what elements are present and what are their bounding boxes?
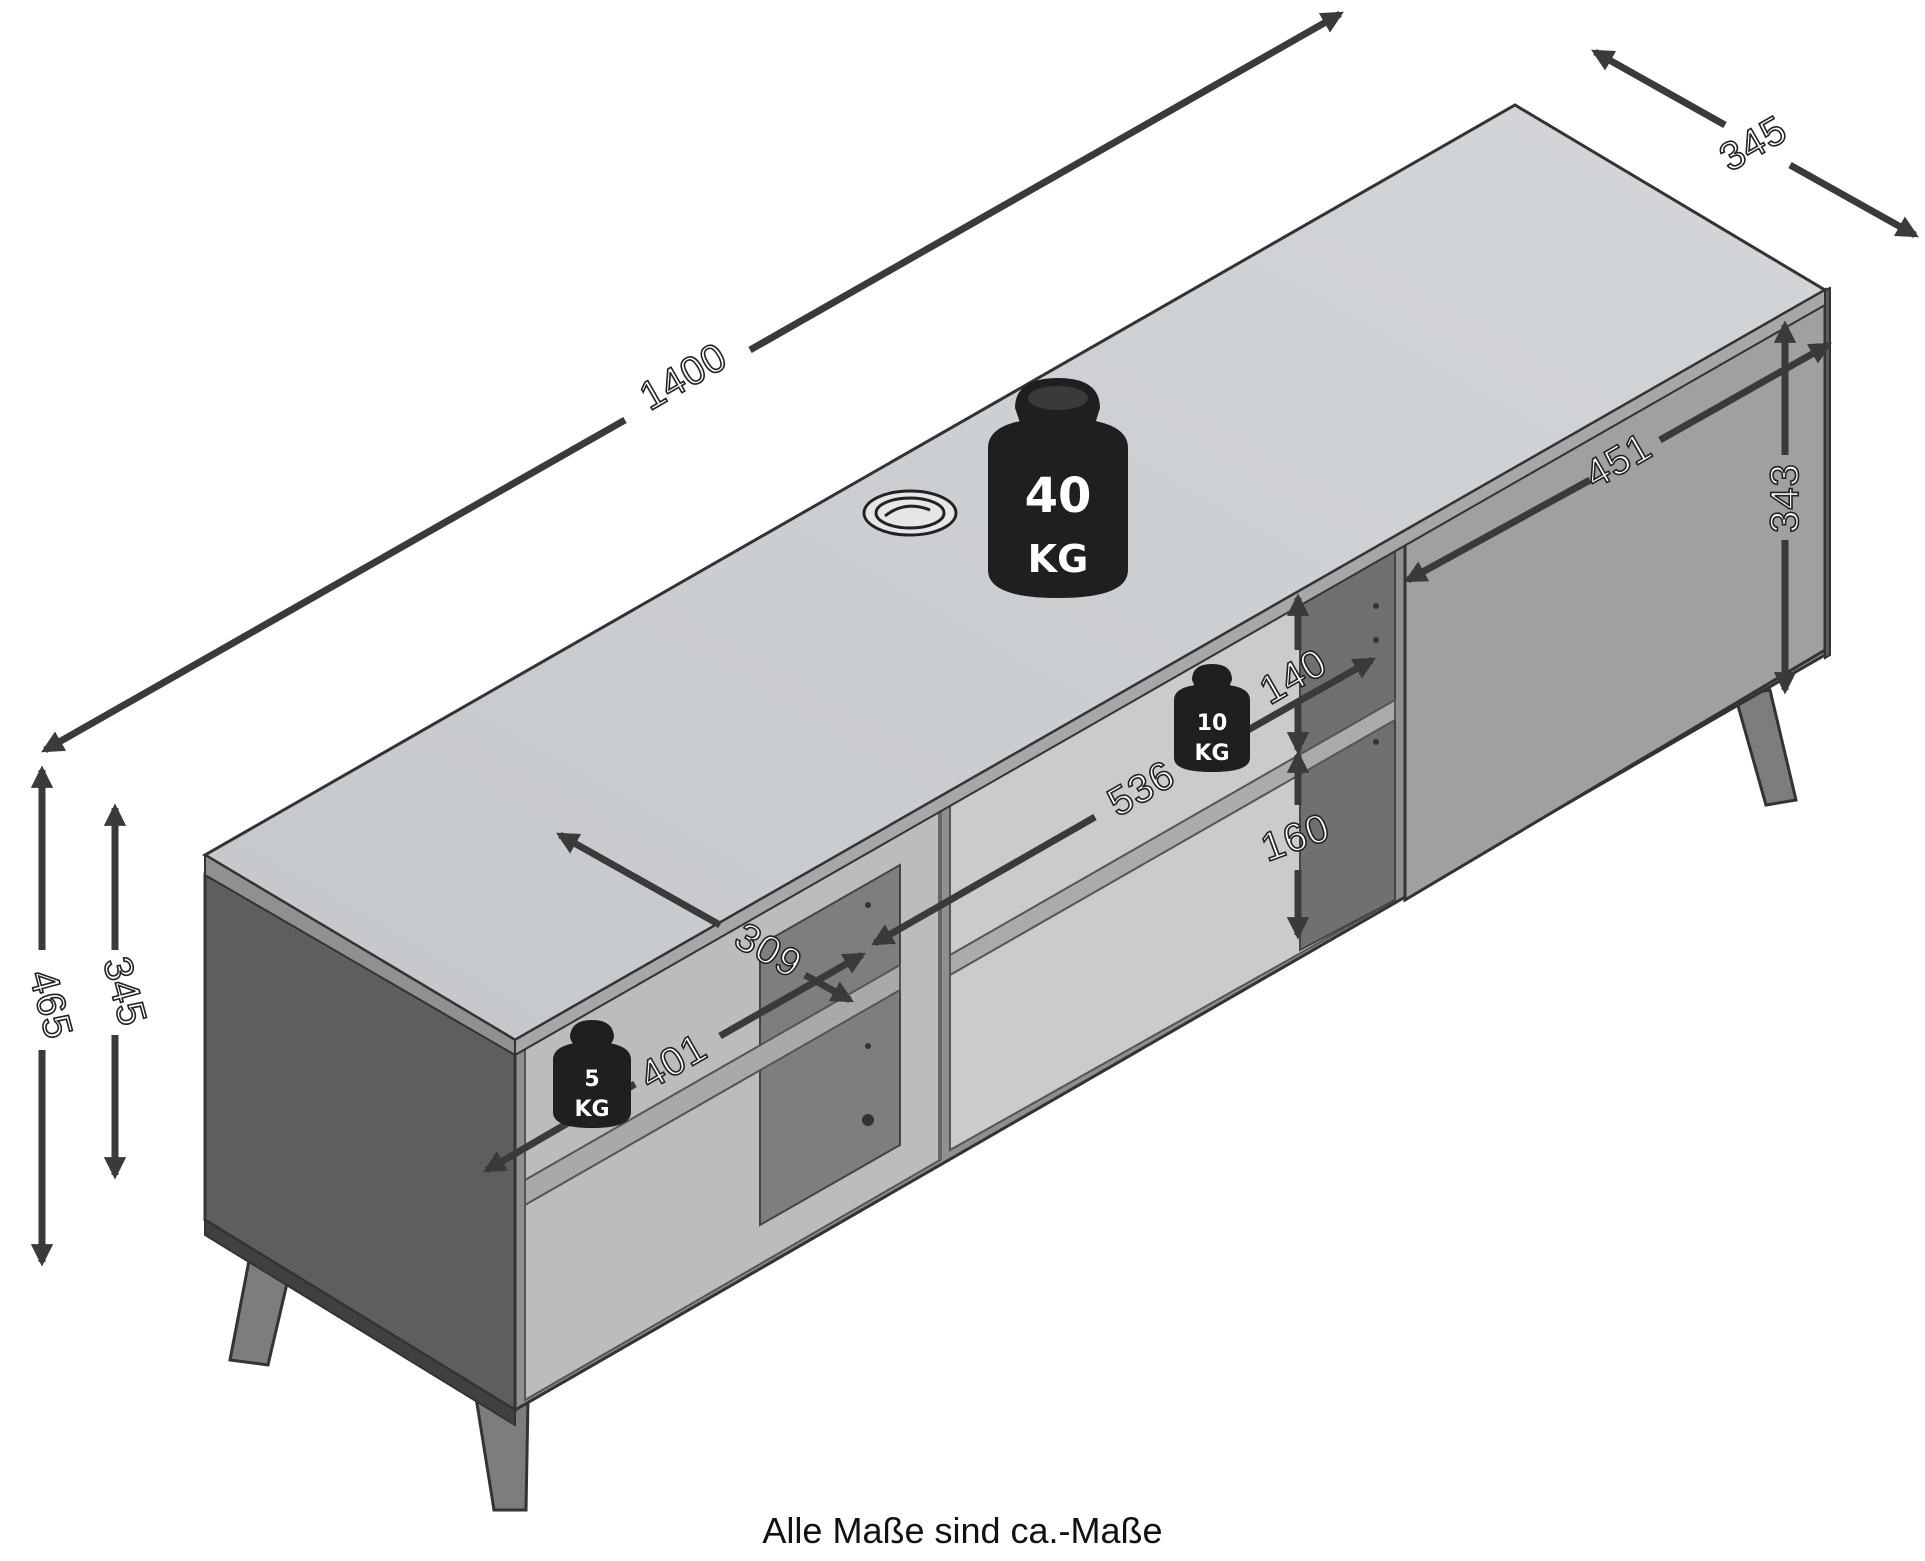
- top-edge-front: [514, 288, 1826, 1057]
- caption: Alle Maße sind ca.-Maße: [762, 1510, 1163, 1551]
- dimension-arrows: [30, 10, 1919, 1267]
- pin-hole: [865, 1043, 871, 1049]
- label-door-height: 343: [1763, 463, 1807, 533]
- weight-40kg: 40 KG: [988, 378, 1128, 598]
- arrow-left-depth: [803, 971, 854, 1004]
- arrow-depth: [1591, 48, 1727, 129]
- middle-shelf: [949, 698, 1396, 977]
- label-width: 1400: [632, 334, 735, 419]
- pin-hole: [1373, 739, 1379, 745]
- weight-10-unit: KG: [1194, 741, 1229, 766]
- arrow-width: [748, 10, 1344, 354]
- right-edge: [1824, 286, 1831, 660]
- tv-sideboard: [202, 103, 1831, 1512]
- label-total-height: 465: [20, 965, 81, 1044]
- left-compartment-shelf: [524, 963, 901, 1207]
- weight-5-value: 5: [584, 1067, 599, 1092]
- arrow-left-width: [718, 951, 866, 1040]
- weight-10-value: 10: [1197, 711, 1228, 736]
- label-body-height: 345: [94, 952, 155, 1031]
- weight-5kg: 5 KG: [553, 1020, 631, 1128]
- pin-hole: [862, 1114, 874, 1126]
- pin-hole: [1373, 637, 1379, 643]
- pin-hole: [1373, 603, 1379, 609]
- weight-10kg: 10 KG: [1174, 664, 1250, 772]
- arrow-left-depth: [556, 831, 722, 929]
- leg-back-right: [1733, 688, 1798, 807]
- arrow-middle-width: [871, 813, 1097, 947]
- plinth-left: [204, 1218, 516, 1427]
- weight-40-unit: KG: [1028, 537, 1089, 581]
- arrow-depth: [1788, 161, 1919, 239]
- label-depth: 345: [1712, 107, 1794, 180]
- weight-40-value: 40: [1025, 468, 1092, 524]
- arrow-door-width: [1404, 476, 1592, 584]
- arrow-width: [41, 416, 627, 754]
- pin-hole: [865, 902, 871, 908]
- arrow-door-width: [1658, 341, 1832, 444]
- cable-grommet: [862, 489, 958, 537]
- weight-5-unit: KG: [574, 1097, 609, 1122]
